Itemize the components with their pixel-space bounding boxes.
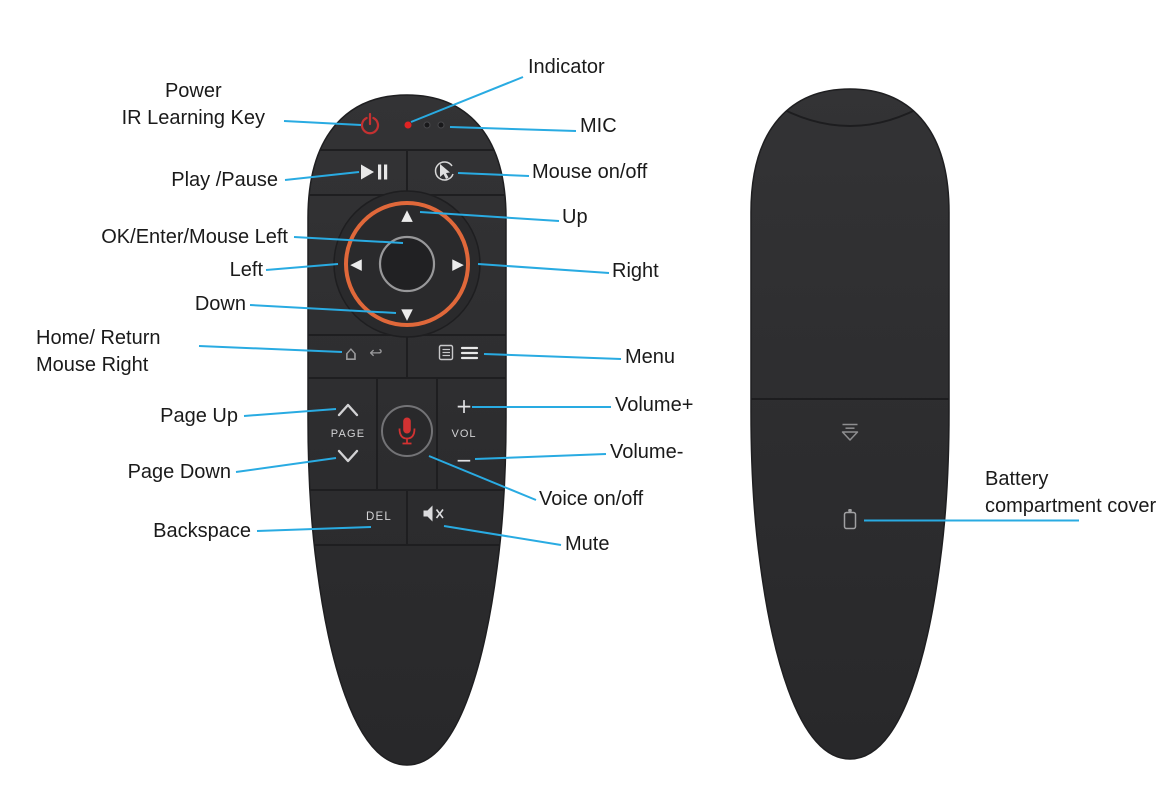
callout-line-power [283,120,362,126]
callout-label-home-return: Home/ Return Mouse Right [36,327,161,376]
callout-line-ok [293,236,404,244]
callout-line-play [284,171,360,181]
callout-lines [198,76,1079,546]
callout-label-down: Down [194,293,246,315]
callout-label-ok-enter: OK/Enter/Mouse Left [101,226,288,248]
top-cap-seam [769,101,931,127]
back-seams [751,101,949,400]
callout-label-battery-cover: Battery compartment cover [985,468,1157,517]
mouse-toggle-icon [434,161,454,181]
battery-icon [843,509,857,530]
callout-label-backspace: Backspace [153,520,251,542]
callout-label-mouse-onoff: Mouse on/off [532,161,648,183]
callout-line-volume-minus [474,453,607,460]
menu-icon [460,346,479,360]
front-remote: ▲ ▼ ◀ ▶ ⌂ ↩ PAGE [307,94,507,766]
chevron-up-icon [337,403,359,417]
callout-line-mic [449,126,577,132]
arrow-up-icon: ▲ [401,206,413,224]
callout-line-right [477,263,610,274]
panel-dividers [308,149,506,546]
mute-icon [423,505,444,522]
play-pause-icon [361,164,388,180]
vol-label: VOL [451,428,476,440]
callout-label-play-pause: Play /Pause [171,169,278,191]
home-icon: ⌂ [345,341,358,365]
callout-label-up: Up [562,206,588,228]
page-label: PAGE [331,428,366,440]
callout-line-page-up [243,408,337,417]
arrow-right-icon: ▶ [452,255,464,273]
power-icon [360,112,380,135]
callout-label-volume-minus: Volume- [610,441,684,463]
callout-label-page-up: Page Up [160,405,238,427]
volume-minus-icon: − [456,448,473,472]
volume-plus-icon: + [456,394,473,418]
callout-label-right: Right [612,260,659,282]
callout-label-power-ir: Power IR Learning Key [121,80,265,129]
callout-label-menu: Menu [625,346,676,368]
callout-label-mute: Mute [565,533,610,555]
callout-line-mute [443,525,562,546]
menu-list-icon [438,344,454,361]
callout-label-left: Left [229,259,263,281]
callout-line-left [265,263,339,271]
chevron-down-icon [337,449,359,463]
callout-label-volume-plus: Volume+ [615,394,694,416]
microphone-icon [398,417,416,445]
indicator-led [404,121,412,129]
dpad-ring [344,201,470,327]
callout-label-indicator: Indicator [528,56,605,78]
voice-button [381,405,433,457]
callout-line-page-down [235,457,337,473]
arrow-down-icon: ▼ [401,305,413,323]
back-remote [750,88,950,760]
callout-line-up [419,211,560,222]
callout-line-menu [483,353,622,360]
cover-open-icon [841,423,859,441]
del-label: DEL [366,511,392,523]
volume-rocker: + VOL − [451,394,476,472]
callout-label-voice-onoff: Voice on/off [539,488,644,510]
mic-holes [423,121,445,129]
callout-label-page-down: Page Down [127,461,231,483]
callout-label-mic: MIC [580,115,617,137]
dpad: ▲ ▼ ◀ ▶ [333,190,481,338]
callout-line-backspace [256,526,372,532]
callout-line-voice [428,455,537,501]
return-icon: ↩ [369,343,382,362]
callout-line-down [249,304,397,314]
arrow-left-icon: ◀ [350,255,362,273]
callout-line-home [198,345,343,353]
callout-line-mouse [457,172,530,177]
page-rocker: PAGE [331,403,366,463]
ok-button [378,235,436,293]
callout-line-indicator [410,76,524,123]
